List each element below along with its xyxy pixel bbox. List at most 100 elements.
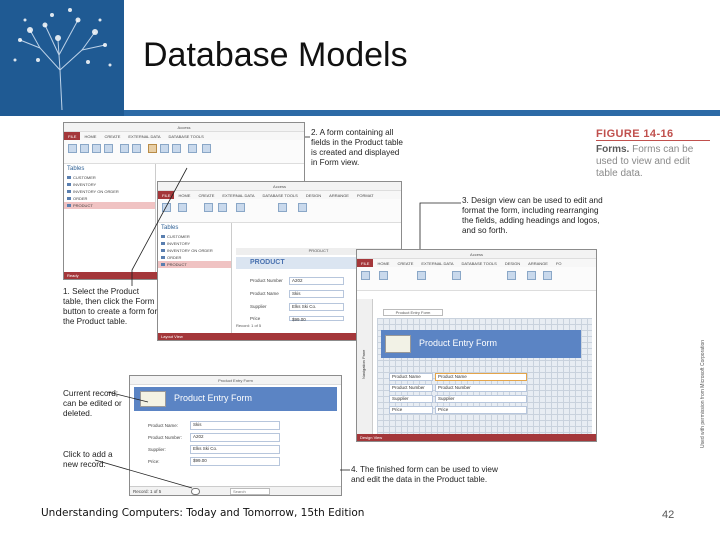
field-value[interactable]: A202 [190,433,280,442]
status-text: Design View [360,435,383,440]
field-value[interactable]: Elks Ski Co. [190,445,280,454]
permission-note: Used with permission from Microsoft Corp… [700,339,706,448]
tab-create[interactable]: CREATE [104,134,121,139]
new-record-button[interactable] [191,488,200,495]
search-box[interactable]: Search [230,488,270,495]
nav-item-product[interactable]: PRODUCT [158,261,231,268]
status-bar: Design View [357,434,596,441]
tab-format[interactable]: FO [555,261,562,266]
form-title: Product Entry Form [174,393,253,403]
tab-home[interactable]: HOME [377,261,390,266]
field-value[interactable]: Skis [190,421,280,430]
tab-external-data[interactable]: EXTERNAL DATA [222,193,255,198]
form-tab[interactable]: Product Entry Form [383,309,443,316]
field-label: Product Name [250,291,279,296]
tab-file[interactable]: FILE [357,259,374,268]
nav-item-customer[interactable]: CUSTOMER [158,233,231,240]
nav-item-inventory[interactable]: INVENTORY [158,240,231,247]
navigation-pane-collapsed[interactable]: Navigation Pane [357,299,373,434]
tab-design[interactable]: DESIGN [504,261,521,266]
callout-current-record: Current record; can be edited or deleted… [63,389,122,418]
form-body: Product Name: Skis Product Number: A202 … [134,411,337,483]
tab-arrange[interactable]: ARRANGE [528,261,548,266]
tab-database-tools[interactable]: DATABASE TOOLS [461,261,497,266]
ribbon [64,140,304,164]
tab-design[interactable]: DESIGN [305,193,322,198]
callout-4: 4. The finished form can be used to view… [351,465,498,484]
navigation-pane: Tables CUSTOMER INVENTORY INVENTORY ON O… [158,223,232,333]
tree-logo [0,0,124,110]
figure-label: FIGURE 14-16 [596,128,674,140]
tab-home[interactable]: HOME [84,134,97,139]
tab-external-data[interactable]: EXTERNAL DATA [128,134,161,139]
record-navigator[interactable]: Record: 1 of 5 [236,323,262,328]
nav-header: Tables [67,166,85,172]
design-control[interactable]: Supplier [435,395,527,403]
design-control[interactable]: Price [435,406,527,414]
status-bar: Layout View [158,333,401,340]
nav-item-inventory[interactable]: INVENTORY [64,181,155,188]
field-label: Product Number: [148,435,183,440]
form-header: PRODUCT [236,257,356,269]
record-navigator: Record: 1 of 5 Search [130,486,341,495]
nav-item-inventory-on-order[interactable]: INVENTORY ON ORDER [64,188,155,195]
field-value[interactable]: A202 [289,277,344,285]
design-label[interactable]: Product Name [389,373,433,381]
figure-rule [596,140,710,141]
window-title: Access [470,252,483,257]
field-value[interactable]: $99.00 [190,457,280,466]
tab-arrange[interactable]: ARRANGE [329,193,349,198]
design-control[interactable]: Product Name [435,373,527,381]
tab-format[interactable]: FORMAT [356,193,374,198]
nav-item-customer[interactable]: CUSTOMER [64,174,155,181]
tab-database-tools[interactable]: DATABASE TOOLS [262,193,298,198]
nav-item-product[interactable]: PRODUCT [64,202,155,209]
screen-finished-form: Product Entry Form Product Entry Form Pr… [129,375,342,496]
field-label: Price: [148,459,160,464]
callout-3: 3. Design view can be used to edit and f… [462,196,603,235]
header-band [124,110,720,116]
field-label: Product Name: [148,423,179,428]
design-label[interactable]: Product Number [389,384,433,392]
field-label: Price [250,316,261,321]
form-header: Product Entry Form [381,330,581,358]
design-control[interactable]: Product Number [435,384,527,392]
navigation-pane: Tables CUSTOMER INVENTORY INVENTORY ON O… [64,164,156,272]
footer: Understanding Computers: Today and Tomor… [41,507,365,519]
design-label[interactable]: Supplier [389,395,433,403]
window-title: Product Entry Form [218,378,253,383]
tab-file[interactable]: FILE [64,132,81,141]
tab-create[interactable]: CREATE [397,261,414,266]
nav-item-order[interactable]: ORDER [158,254,231,261]
form-title: Product Entry Form [419,338,498,348]
slide-title: Database Models [143,36,408,74]
form-title: PRODUCT [250,259,285,266]
nav-header: Tables [161,225,179,231]
field-label: Supplier [250,304,267,309]
field-value[interactable]: $99.00 [289,316,344,322]
ribbon [357,267,596,291]
design-label[interactable]: Price [389,406,433,414]
nav-item-order[interactable]: ORDER [64,195,155,202]
field-value[interactable]: Elks Ski Co. [289,303,344,311]
nav-item-inventory-on-order[interactable]: INVENTORY ON ORDER [158,247,231,254]
record-count: Record: 1 of 5 [133,489,162,494]
caption-lead: Forms. [596,144,630,155]
status-text: Layout View [161,334,183,339]
tab-database-tools[interactable]: DATABASE TOOLS [168,134,204,139]
form-button[interactable] [148,144,157,153]
status-text: Ready [67,273,79,278]
form-tab[interactable]: PRODUCT [236,248,401,255]
figure-caption: Forms. Forms can be used to view and edi… [596,144,712,180]
form-header: Product Entry Form [134,387,337,411]
tab-create[interactable]: CREATE [198,193,215,198]
tab-external-data[interactable]: EXTERNAL DATA [421,261,454,266]
callout-add-record: Click to add a new record. [63,450,113,469]
logo-icon [140,391,166,407]
field-value[interactable]: Skis [289,290,344,298]
